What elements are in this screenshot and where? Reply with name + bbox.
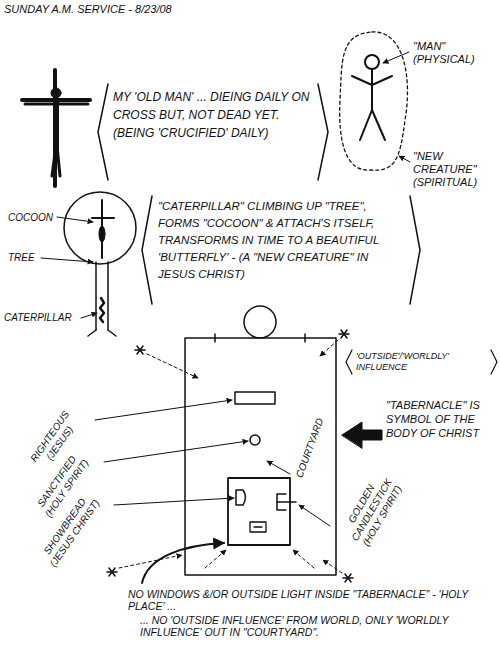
holy-place xyxy=(228,478,290,545)
figure-body xyxy=(371,69,373,110)
asterisk-symbol xyxy=(339,330,349,338)
asterisk-symbol xyxy=(343,574,353,582)
note-text: "TABERNACLE" IS SYMBOL OF THE BODY OF CH… xyxy=(386,398,494,440)
pointer-arrow xyxy=(142,543,224,583)
leader-line xyxy=(41,258,93,262)
part-label: COURTYARD xyxy=(293,415,327,481)
part-label: CATERPILLAR xyxy=(4,312,72,324)
leader-line xyxy=(383,52,409,63)
altar-rect xyxy=(235,392,275,404)
man-figure xyxy=(340,32,408,170)
bracket xyxy=(318,84,328,180)
leader-line xyxy=(399,156,410,162)
tree-crown xyxy=(64,192,136,264)
influence-arrow xyxy=(147,354,198,378)
note-text: "CATERPILLAR" CLIMBING UP "TREE", FORMS … xyxy=(158,198,404,283)
tree-figure xyxy=(64,192,136,336)
spirit-outline xyxy=(340,32,408,170)
influence-arrow xyxy=(293,550,314,568)
asterisk-symbol xyxy=(107,568,117,576)
crucifix-figure xyxy=(22,70,90,186)
leader-line xyxy=(81,313,97,318)
tree-root xyxy=(88,330,96,336)
influence-arrow xyxy=(320,340,338,356)
figure-head xyxy=(51,88,61,98)
wall-tick xyxy=(214,334,216,342)
note-text: NO WINDOWS &/OR OUTSIDE LIGHT INSIDE "TA… xyxy=(128,588,490,612)
bracket xyxy=(98,84,108,180)
caterpillar-shape xyxy=(100,298,104,322)
part-label: TREE xyxy=(8,252,35,264)
pointer-arrow xyxy=(342,422,382,448)
asterisk-symbol xyxy=(135,346,145,354)
leader-line xyxy=(57,217,93,222)
courtyard-wall xyxy=(185,338,336,575)
tree-trunk xyxy=(107,262,109,330)
leader-line xyxy=(299,505,330,526)
figure-body xyxy=(53,100,59,148)
tree-trunk xyxy=(95,262,97,330)
bracket xyxy=(491,350,497,374)
part-label: GOLDEN CANDLESTICK (HOLY SPIRIT) xyxy=(336,465,408,554)
bracket xyxy=(346,350,352,374)
part-label: COCOON xyxy=(8,212,53,224)
figure-label: "MAN" (PHYSICAL) xyxy=(413,40,485,66)
note-text: MY 'OLD MAN' ... DIEING DAILY ON CROSS B… xyxy=(113,88,313,142)
leader-line xyxy=(114,498,234,505)
altar-of-incense xyxy=(250,522,266,532)
laver-circle xyxy=(244,306,276,338)
figure-leg xyxy=(57,146,60,176)
page-title: SUNDAY A.M. SERVICE - 8/23/08 xyxy=(4,3,172,16)
figure-leg xyxy=(360,110,372,140)
influence-arrow xyxy=(323,560,342,573)
candlestick-symbol xyxy=(277,494,296,510)
figure-head xyxy=(365,55,379,69)
leader-line xyxy=(104,441,248,462)
figure-arms xyxy=(352,76,392,85)
showbread-table xyxy=(236,490,246,505)
bracket xyxy=(142,196,152,304)
basin-circle xyxy=(250,435,260,445)
cocoon-branch xyxy=(92,217,114,219)
leader-line xyxy=(267,461,290,474)
cocoon-shape xyxy=(99,226,105,242)
note-text: ... NO 'OUTSIDE INFLUENCE' FROM WORLD, O… xyxy=(140,614,490,638)
tabernacle-plan xyxy=(185,306,336,575)
leader-line xyxy=(95,400,232,420)
bracket xyxy=(410,196,420,304)
altar-of-incense xyxy=(254,526,262,527)
figure-leg xyxy=(372,110,385,140)
figure-leg xyxy=(52,146,56,176)
wall-tick xyxy=(304,334,306,342)
cross-post xyxy=(53,70,57,186)
influence-arrow xyxy=(205,550,226,568)
figure-label: "NEW CREATURE" (SPIRITUAL) xyxy=(413,150,493,189)
tree-root xyxy=(108,330,116,336)
note-text: 'OUTSIDE'/'WORLDLY' INFLUENCE xyxy=(356,351,490,373)
